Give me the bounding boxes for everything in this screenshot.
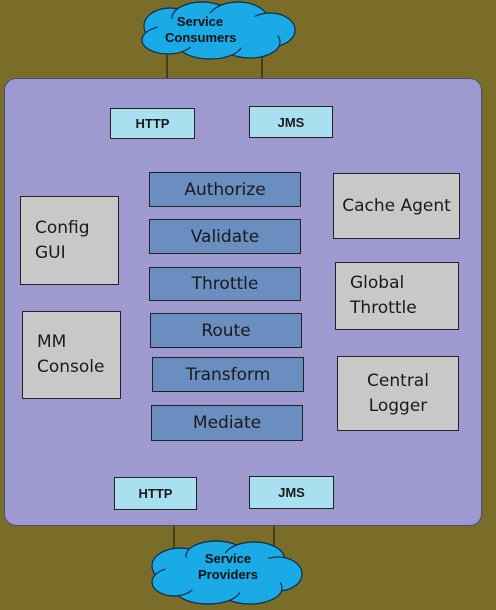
throttle-box: Throttle (149, 267, 301, 301)
mediate-box: Mediate (151, 405, 303, 441)
authorize-box: Authorize (149, 172, 301, 207)
cache-agent-box: Cache Agent (333, 173, 460, 239)
config-gui-box: Config GUI (20, 196, 119, 285)
validate-box: Validate (149, 219, 301, 254)
service-consumers-label: Service Consumers (165, 14, 237, 45)
global-throttle-box: Global Throttle (335, 262, 459, 330)
top-http-box: HTTP (110, 108, 195, 139)
top-jms-box: JMS (249, 106, 333, 138)
service-providers-cloud (151, 540, 303, 605)
transform-box: Transform (152, 357, 304, 392)
mm-console-box: MM Console (22, 311, 121, 399)
bottom-jms-box: JMS (249, 476, 334, 509)
bottom-http-box: HTTP (114, 477, 197, 510)
central-logger-box: Central Logger (337, 356, 459, 431)
service-consumers-cloud (141, 1, 296, 60)
route-box: Route (150, 313, 302, 348)
service-providers-label: Service Providers (198, 551, 258, 582)
